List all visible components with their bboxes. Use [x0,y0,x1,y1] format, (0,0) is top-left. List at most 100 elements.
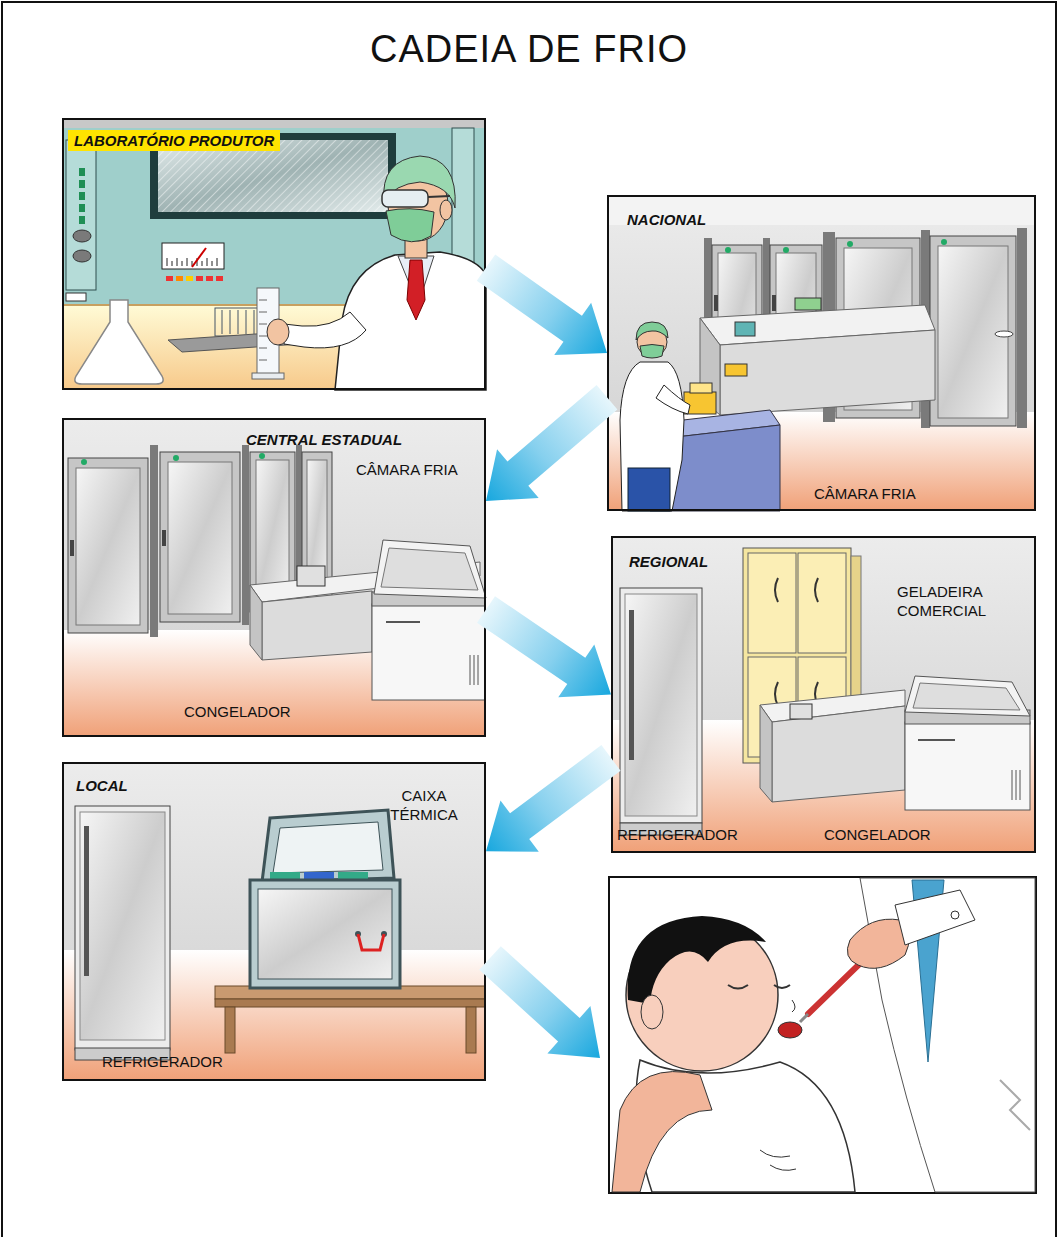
regional-scene [918,739,955,741]
laboratory-scene [284,312,366,348]
local-scene [80,812,165,1040]
national-cold-room-scene [725,364,747,376]
laboratory-scene [166,276,173,281]
vaccination-scene [792,1000,795,1012]
regional-scene [790,704,812,719]
equipment-label: CONGELADOR [824,825,931,844]
local-scene [273,822,383,873]
laboratory-scene [382,190,428,207]
vaccination-scene [609,877,1036,1193]
local-scene [466,1007,476,1053]
state-central-scene [76,468,140,625]
state-central-scene [70,540,74,556]
laboratory-scene [73,250,91,262]
national-cold-room-scene [941,239,947,245]
local-scene [358,934,384,950]
national-cold-room-scene [636,322,668,340]
equipment-label: REFRIGERADOR [617,825,738,844]
national-cold-room-scene [930,236,1016,426]
state-central-scene [68,458,148,633]
laboratory-scene [66,293,86,301]
state-central-scene [372,604,485,700]
state-central-scene [259,453,265,459]
regional-scene [620,588,702,823]
local-scene [258,889,392,979]
local-scene [84,826,89,976]
chain-level-panel: NACIONALCÂMARA FRIA [607,195,1036,511]
vaccination-scene [847,919,909,968]
vaccination-scene [612,1072,712,1192]
laboratory-scene [186,276,193,281]
vaccination-scene [951,911,959,919]
chain-level-panel: LABORATÓRIO PRODUTOR [62,118,486,390]
local-scene [338,872,368,879]
laboratory-scene [79,180,85,188]
regional-scene [748,553,796,653]
laboratory-scene [196,276,203,281]
state-central-scene [160,452,240,622]
national-cold-room-scene [690,383,712,393]
laboratory-scene [267,319,289,345]
local-scene [225,1007,235,1053]
equipment-label: CÂMARA FRIA [356,460,458,479]
laboratory-scene [192,248,206,267]
laboratory-scene [79,216,85,224]
vaccination-scene [1000,1080,1030,1130]
vaccination-scene [778,1022,802,1038]
state-central-scene [242,445,249,625]
national-cold-room-scene [735,322,755,336]
laboratory-scene [162,243,224,269]
vaccination-scene [641,995,663,1029]
chain-level-panel: LOCALCAIXA TÉRMICAREFRIGERADOR [62,762,486,1081]
laboratory-scene [222,310,262,334]
state-central-scene [470,655,478,685]
vaccination-scene [628,916,766,1004]
regional-scene [775,578,818,706]
regional-scene [625,594,697,816]
local-scene [262,810,394,882]
laboratory-scene [62,118,486,390]
laboratory-scene [73,230,91,242]
state-central-scene [168,462,232,614]
laboratory-scene [407,260,425,320]
regional-scene [905,676,1030,716]
laboratory-scene [259,300,267,360]
laboratory-scene [386,209,434,242]
laboratory-scene [206,276,213,281]
laboratory-scene [176,276,183,281]
state-central-scene [381,548,478,590]
national-cold-room-scene [720,330,935,415]
local-scene [62,762,486,1081]
state-central-scene [250,585,262,660]
state-central-scene [162,530,166,546]
equipment-label: CÂMARA FRIA [814,484,916,503]
state-central-scene [81,459,87,465]
laboratory-scene [75,300,163,384]
local-scene [215,999,485,1007]
regional-scene [772,706,905,802]
vaccination-scene [609,877,1036,1193]
flow-arrow [486,385,617,501]
flow-arrow [477,596,611,697]
national-cold-room-scene [620,362,684,511]
local-scene [75,806,170,1050]
vaccination-scene [760,1150,796,1170]
state-central-scene [374,540,486,598]
state-central-scene [173,455,179,461]
regional-scene [629,610,634,760]
laboratory-scene [79,204,85,212]
laboratory-scene [440,200,452,220]
national-cold-room-scene [783,247,789,253]
state-central-scene [297,566,325,586]
flow-arrow [486,745,621,852]
local-scene [250,880,400,988]
national-cold-room-scene [772,295,776,311]
regional-scene [611,536,1036,853]
national-cold-room-scene [725,247,731,253]
level-label: LOCAL [76,776,128,795]
national-cold-room-scene [628,468,670,511]
equipment-label: CAIXA TÉRMICA [376,786,472,824]
regional-scene [905,722,1030,810]
regional-scene [913,683,1020,710]
